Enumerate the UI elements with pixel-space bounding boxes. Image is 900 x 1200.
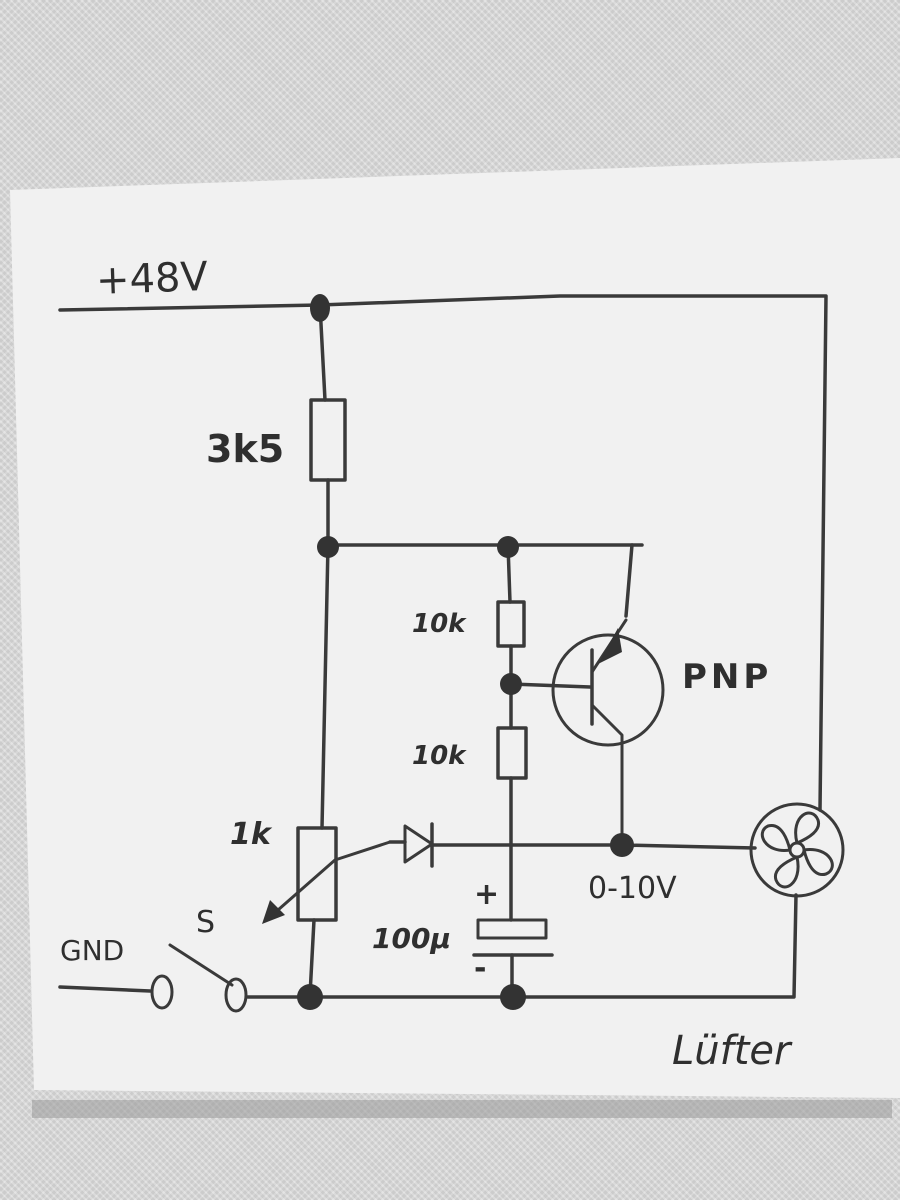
gnd-label: GND [60,934,124,967]
transistor-circle [551,633,665,747]
gnd-terminal [150,974,174,1010]
fan-icon [749,802,845,898]
pot-wiper-arrowhead [262,900,285,924]
node-output [610,833,634,857]
wire-left-vertical [320,543,330,830]
node-bottom-right [500,984,526,1010]
cap-minus-label: - [474,951,486,986]
supply-rail [58,294,828,812]
transistor-label: PNP [682,657,772,697]
node-bottom-left [297,984,323,1010]
fan-blades [760,811,834,889]
switch-terminal [224,977,248,1013]
switch-label: S [196,905,215,940]
node-mid-left [317,536,339,558]
emitter-arrow-icon [598,628,622,664]
ground-rail [246,893,798,999]
paper-shadow [32,1100,892,1118]
fan-label: Lüfter [672,1028,793,1074]
emitter-lead [624,543,634,618]
node-base [500,673,522,695]
r-upper-label: 10k [412,609,467,639]
paper-sheet [10,158,900,1098]
wire-pot-bottom [308,918,316,997]
r-top-label: 3k5 [206,427,284,471]
supply-label: +48V [95,254,209,304]
output-label: 0-10V [588,871,677,906]
switch-lever [168,943,234,987]
potentiometer-1k [296,826,338,922]
node-mid-right [497,536,519,558]
base-wire [509,682,592,689]
capacitor-plate-plus [476,918,548,940]
transistor-collector [590,703,624,847]
pot-label: 1k [230,817,273,852]
gnd-wire [58,985,152,993]
r-lower-label: 10k [412,741,467,771]
node-top [310,294,330,322]
pot-wiper [268,840,392,919]
cap-label: 100µ [372,922,451,955]
cap-plus-label: + [474,877,499,912]
diode-icon [403,824,434,864]
